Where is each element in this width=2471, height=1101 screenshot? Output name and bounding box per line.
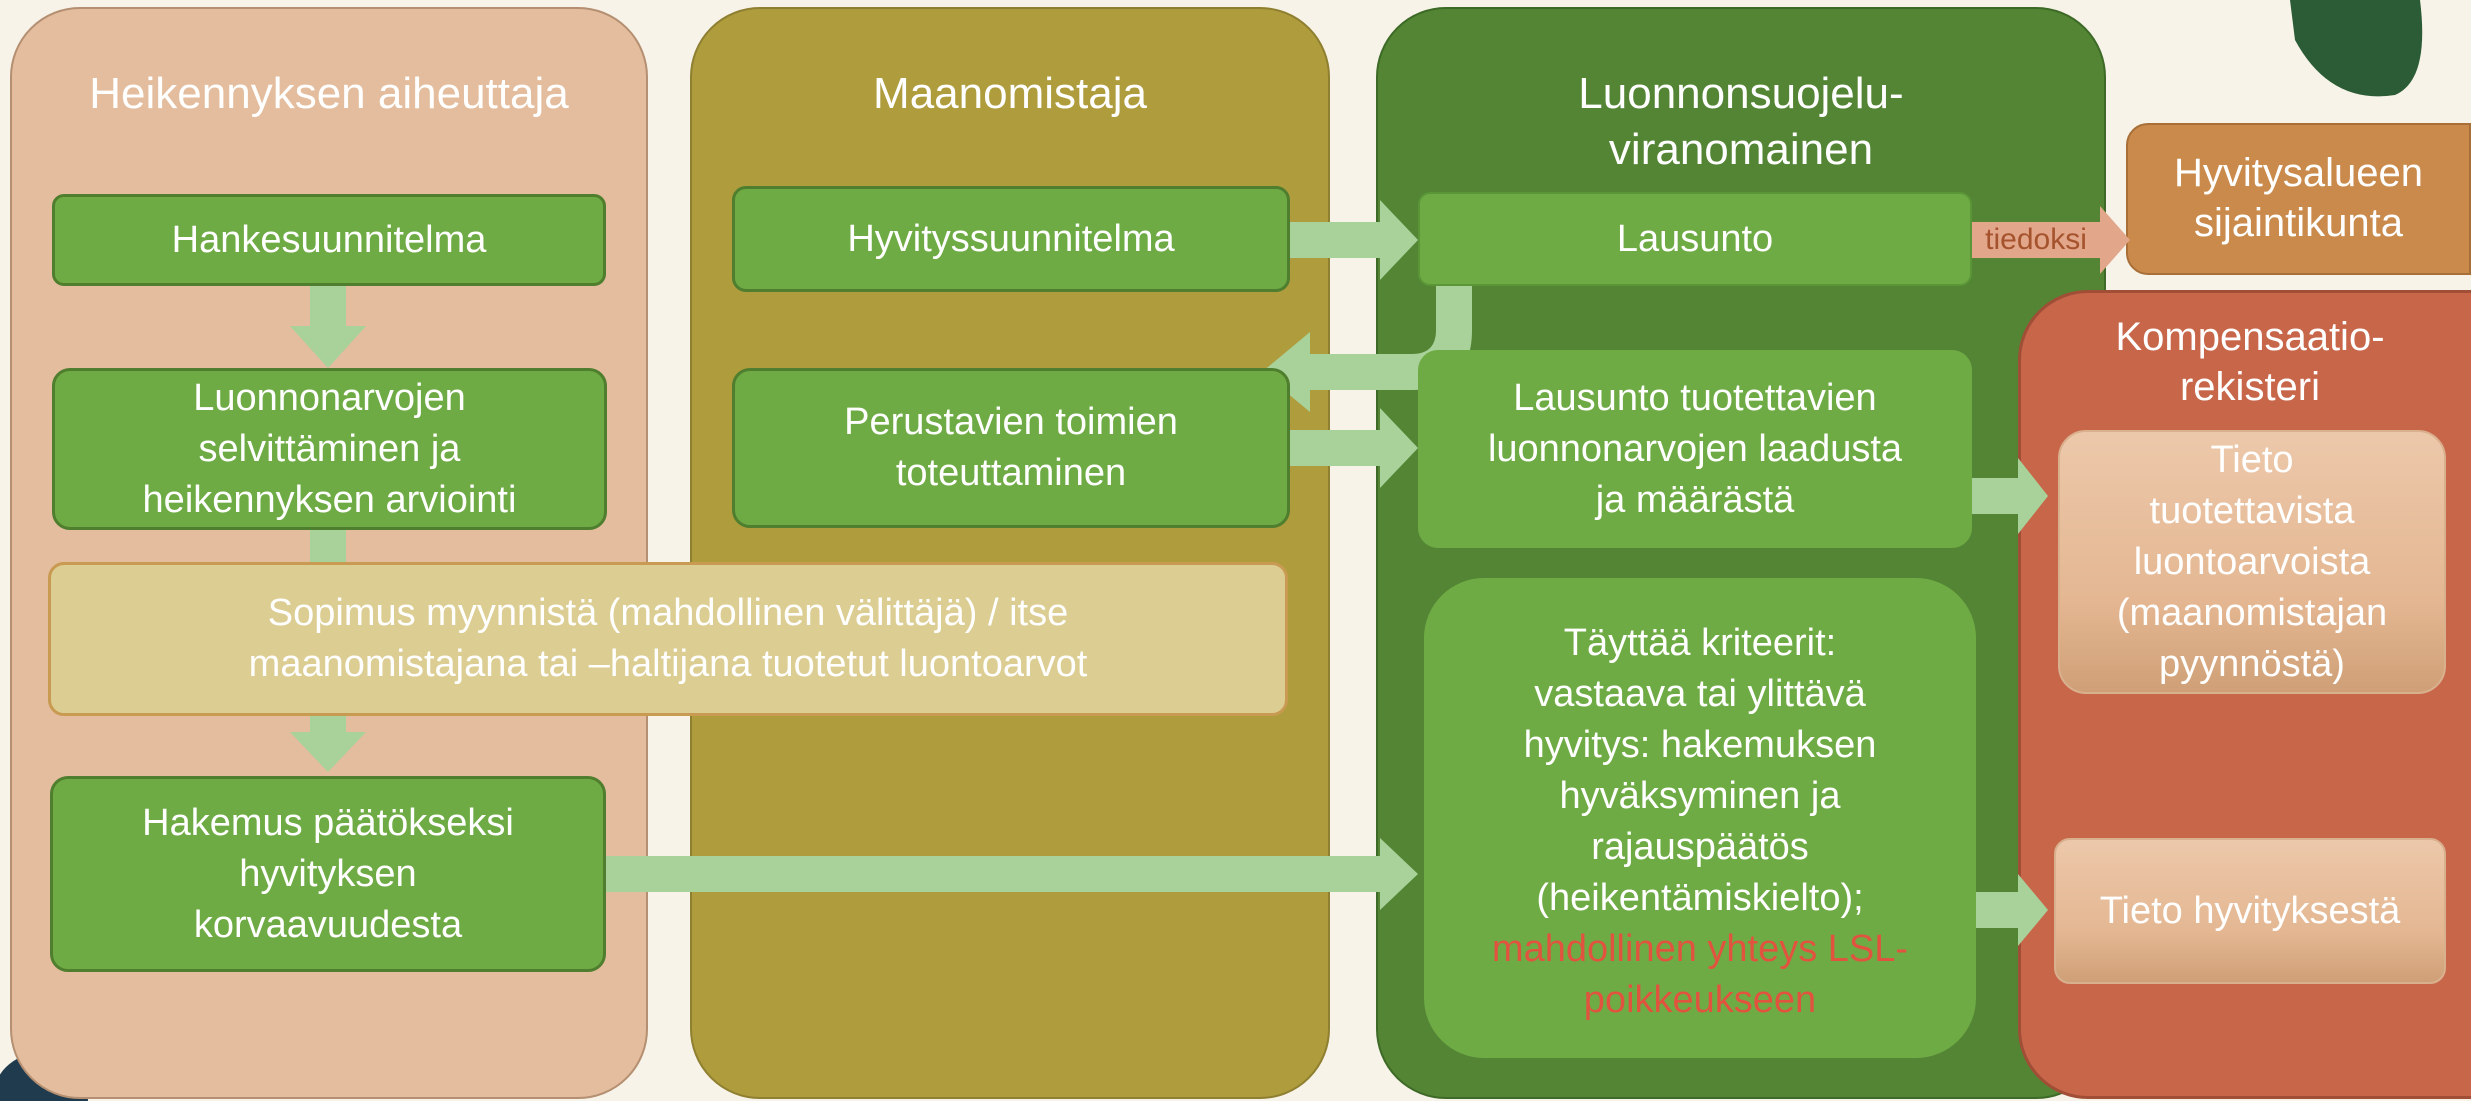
box-hyvityssuunnitelma: Hyvityssuunnitelma — [732, 186, 1290, 292]
box-luonnonarvojen-selvittaminen: Luonnonarvojen selvittäminen ja heikenny… — [52, 368, 607, 530]
arrow-label-tiedoksi: tiedoksi — [1985, 223, 2087, 256]
lane-title-rekisteri: Kompensaatio- rekisteri — [2115, 315, 2385, 409]
kriteerit-red-text: mahdollinen yhteys LSL- poikkeukseen — [1491, 928, 1909, 1021]
arrow-hyvityssuunnitelma-to-lausunto — [1290, 200, 1418, 280]
box-tayttaa-kriteerit: Täyttää kriteerit: vastaava tai ylittävä… — [1424, 578, 1976, 1058]
kriteerit-text: Täyttää kriteerit: vastaava tai ylittävä… — [1523, 622, 1877, 919]
arrow-kriteerit-to-rekisteri — [1972, 874, 2048, 946]
box-perustavien-toimien-toteuttaminen: Perustavien toimien toteuttaminen — [732, 368, 1290, 528]
box-tieto-luontoarvoista: Tieto tuotettavista luontoarvoista (maan… — [2058, 430, 2446, 694]
box-hankesuunnitelma: Hankesuunnitelma — [52, 194, 606, 286]
lane-title-sijaintikunta: Hyvitysalueen sijaintikunta — [2173, 151, 2423, 245]
box-lausunto-laadusta: Lausunto tuotettavien luonnonarvojen laa… — [1418, 350, 1972, 548]
arrow-lausunto-laatu-to-rekisteri — [1972, 458, 2048, 534]
arrow-perustavat-to-lausunto-laatu — [1290, 408, 1418, 488]
arrow-selvittaminen-to-sopimus — [310, 528, 346, 564]
leaf-decoration — [2290, 0, 2423, 97]
arrow-hanke-to-selvittaminen — [290, 284, 366, 368]
arrow-sopimus-to-hakemus — [290, 716, 366, 772]
arrow-tiedoksi — [1972, 206, 2130, 274]
lane-title-viranomainen: Luonnonsuojelu- viranomainen — [1578, 69, 1904, 174]
arrow-hakemus-to-kriteerit — [606, 838, 1418, 910]
box-lausunto: Lausunto — [1418, 192, 1972, 286]
box-hakemus-paatokseksi: Hakemus päätökseksi hyvityksen korvaavuu… — [50, 776, 606, 972]
lane-hyvitysalueen-sijaintikunta — [2126, 123, 2471, 275]
box-sopimus-myynnista: Sopimus myynnistä (mahdollinen välittäjä… — [48, 562, 1288, 716]
lane-title-maanomistaja: Maanomistaja — [873, 69, 1147, 118]
lane-title-aiheuttaja: Heikennyksen aiheuttaja — [89, 69, 569, 118]
box-tieto-hyvityksesta: Tieto hyvityksestä — [2054, 838, 2446, 984]
